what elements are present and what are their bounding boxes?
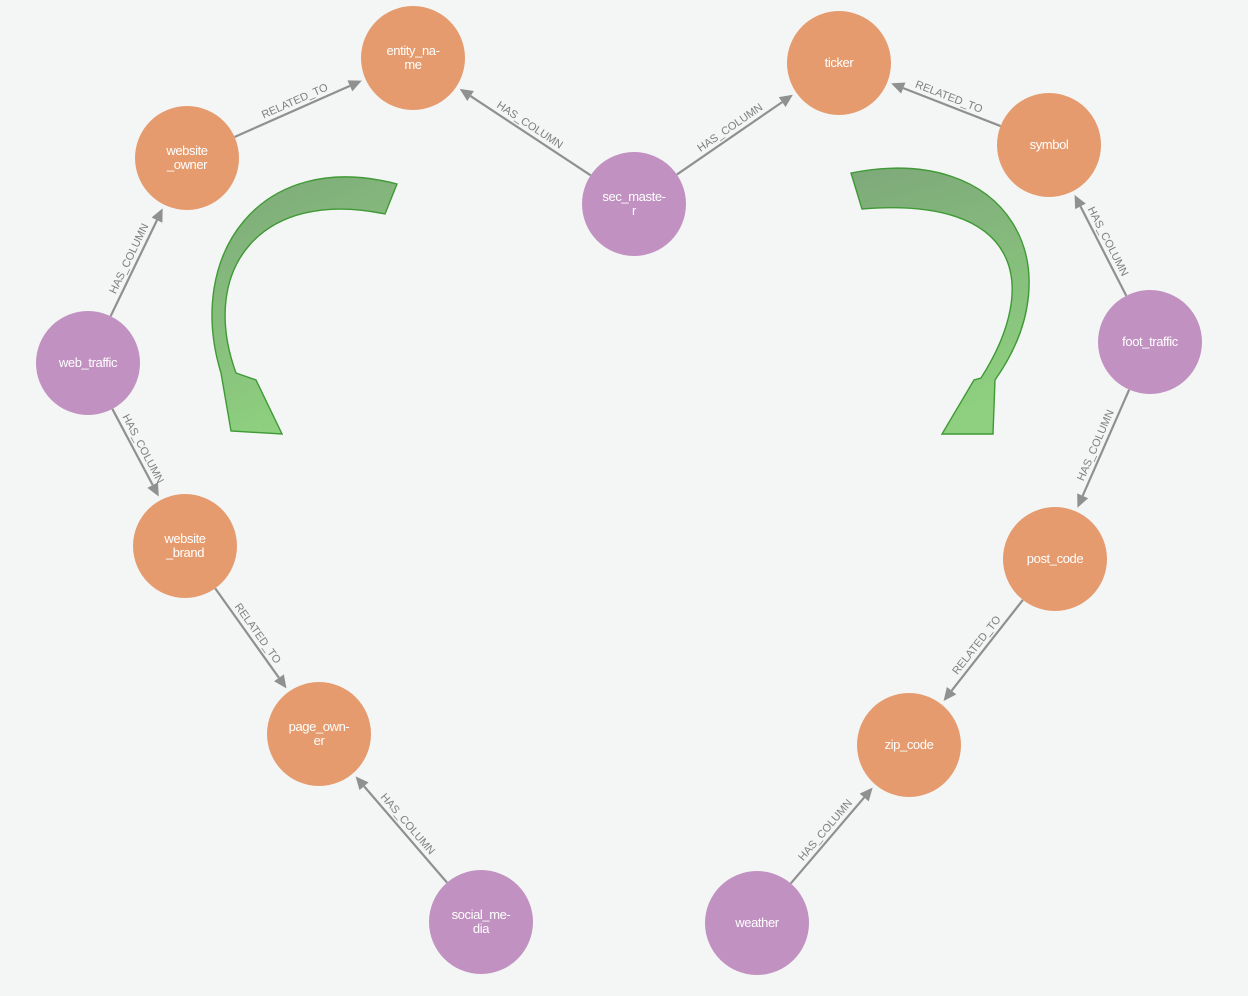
edge-line bbox=[214, 587, 280, 679]
edge-line bbox=[676, 101, 783, 176]
edge-line bbox=[902, 87, 1001, 128]
table-node-circle bbox=[429, 870, 533, 974]
node-label: page_own- bbox=[289, 719, 350, 734]
column-node-circle bbox=[267, 682, 371, 786]
arrowhead-icon bbox=[151, 208, 163, 223]
edge-line bbox=[109, 219, 158, 317]
arrowhead-icon bbox=[778, 94, 793, 108]
arrowhead-icon bbox=[274, 674, 287, 689]
edge-label: RELATED_TO bbox=[950, 613, 1004, 677]
edge-label: HAS_COLUMN bbox=[695, 101, 765, 154]
edge-line bbox=[469, 95, 592, 177]
edge-line bbox=[111, 408, 154, 486]
node-post-code[interactable]: post_code bbox=[1003, 507, 1107, 611]
edge-e9[interactable]: RELATED_TO bbox=[214, 587, 287, 689]
edge-e4[interactable]: RELATED_TO bbox=[891, 79, 1001, 128]
arrowhead-icon bbox=[1077, 493, 1089, 508]
edge-label: HAS_COLUMN bbox=[796, 797, 855, 863]
node-web-traffic[interactable]: web_traffic bbox=[36, 311, 140, 415]
edge-label: HAS_COLUMN bbox=[119, 412, 165, 485]
edge-label: HAS_COLUMN bbox=[1085, 205, 1131, 279]
edge-label: HAS_COLUMN bbox=[378, 791, 437, 857]
node-label: post_code bbox=[1027, 551, 1084, 566]
node-social-media[interactable]: social_me-dia bbox=[429, 870, 533, 974]
node-label: zip_code bbox=[885, 737, 934, 752]
edge-e2[interactable]: HAS_COLUMN bbox=[459, 88, 592, 177]
node-label: website bbox=[163, 531, 205, 546]
edge-line bbox=[950, 599, 1024, 692]
table-node-circle bbox=[582, 152, 686, 256]
node-label: r bbox=[632, 203, 637, 218]
column-node-circle bbox=[1003, 507, 1107, 611]
node-label: foot_traffic bbox=[1122, 334, 1179, 349]
node-symbol[interactable]: symbol bbox=[997, 93, 1101, 197]
edge-e7[interactable]: HAS_COLUMN bbox=[111, 408, 166, 497]
table-node-circle bbox=[1098, 290, 1202, 394]
edge-line bbox=[1079, 205, 1128, 297]
column-node-circle bbox=[787, 11, 891, 115]
node-label: entity_na- bbox=[386, 43, 439, 58]
node-label: social_me- bbox=[452, 907, 511, 922]
arrowhead-icon bbox=[859, 787, 873, 802]
edge-line bbox=[234, 84, 351, 138]
arrowhead-icon bbox=[1074, 194, 1086, 210]
node-sec-master[interactable]: sec_maste-r bbox=[582, 152, 686, 256]
edge-e1[interactable]: RELATED_TO bbox=[234, 80, 362, 138]
arrowhead-icon bbox=[355, 776, 369, 791]
table-node-circle bbox=[705, 871, 809, 975]
edge-line bbox=[363, 785, 448, 884]
node-label: me bbox=[404, 57, 421, 72]
node-zip-code[interactable]: zip_code bbox=[857, 693, 961, 797]
edge-e3[interactable]: HAS_COLUMN bbox=[676, 94, 793, 176]
column-node-circle bbox=[857, 693, 961, 797]
arrowhead-icon bbox=[347, 80, 362, 92]
arrowhead-icon bbox=[147, 482, 159, 497]
node-foot-traffic[interactable]: foot_traffic bbox=[1098, 290, 1202, 394]
arrowhead-icon bbox=[891, 82, 906, 94]
left-curved-flow-arrow bbox=[211, 176, 398, 435]
node-label: website bbox=[165, 143, 207, 158]
node-label: symbol bbox=[1030, 137, 1069, 152]
edge-label: HAS_COLUMN bbox=[494, 99, 564, 151]
node-label: web_traffic bbox=[58, 355, 118, 370]
node-label: er bbox=[314, 733, 326, 748]
edge-e6[interactable]: HAS_COLUMN bbox=[1074, 194, 1131, 297]
node-label: _owner bbox=[166, 157, 208, 172]
node-ticker[interactable]: ticker bbox=[787, 11, 891, 115]
edge-label: RELATED_TO bbox=[232, 601, 283, 666]
node-entity-name[interactable]: entity_na-me bbox=[361, 6, 465, 110]
node-label: weather bbox=[734, 915, 780, 930]
node-label: dia bbox=[473, 921, 490, 936]
edge-label: HAS_COLUMN bbox=[107, 222, 151, 296]
edge-line bbox=[789, 796, 866, 885]
column-node-circle bbox=[361, 6, 465, 110]
node-website-owner[interactable]: website_owner bbox=[135, 106, 239, 210]
node-label: _brand bbox=[165, 545, 204, 560]
edge-e8[interactable]: HAS_COLUMN bbox=[1075, 389, 1131, 508]
edge-label: HAS_COLUMN bbox=[1075, 408, 1117, 483]
edge-line bbox=[1081, 389, 1131, 497]
node-label: sec_maste- bbox=[602, 189, 665, 204]
table-node-circle bbox=[36, 311, 140, 415]
edge-e12[interactable]: HAS_COLUMN bbox=[789, 787, 873, 885]
arrowhead-icon bbox=[943, 687, 957, 701]
column-node-circle bbox=[133, 494, 237, 598]
arrowhead-icon bbox=[459, 88, 474, 102]
column-node-circle bbox=[997, 93, 1101, 197]
edge-e10[interactable]: RELATED_TO bbox=[943, 599, 1024, 701]
node-label: ticker bbox=[825, 55, 855, 70]
column-node-circle bbox=[135, 106, 239, 210]
node-weather[interactable]: weather bbox=[705, 871, 809, 975]
node-website-brand[interactable]: website_brand bbox=[133, 494, 237, 598]
edge-e5[interactable]: HAS_COLUMN bbox=[107, 208, 163, 317]
edge-label: RELATED_TO bbox=[260, 81, 330, 121]
node-page-owner[interactable]: page_own-er bbox=[267, 682, 371, 786]
right-curved-flow-arrow bbox=[850, 167, 1030, 435]
edge-e11[interactable]: HAS_COLUMN bbox=[355, 776, 448, 884]
